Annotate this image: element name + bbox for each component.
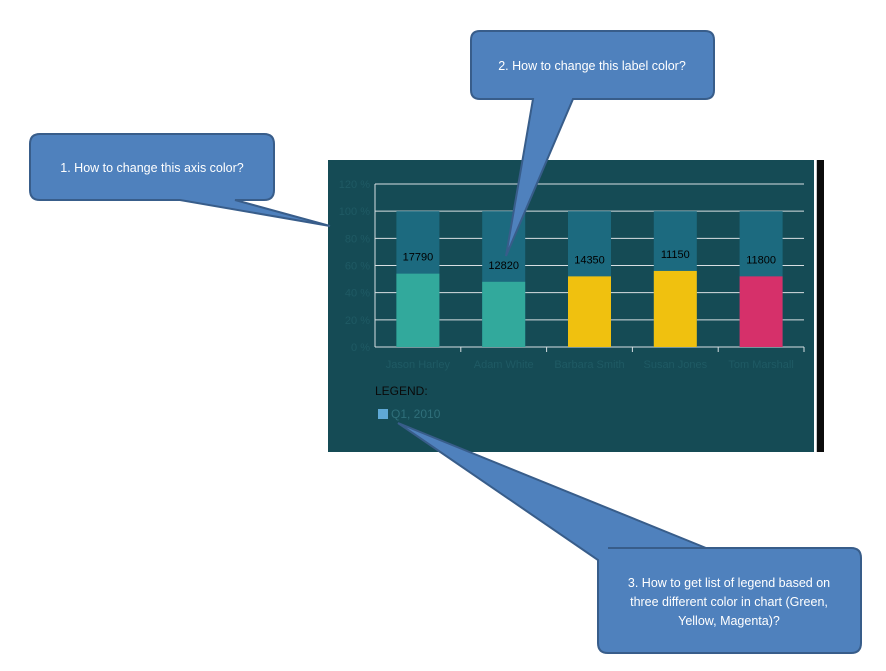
callout-label-color-text: 2. How to change this label color? — [498, 59, 686, 73]
y-tick-label: 40 % — [345, 288, 370, 300]
callout-legend-list: 3. How to get list of legend based on th… — [397, 422, 862, 654]
data-label: 11800 — [746, 254, 776, 266]
x-tick-label: Tom Marshall — [728, 359, 793, 371]
data-label: 12820 — [488, 260, 519, 272]
x-tick-label: Susan Jones — [643, 359, 707, 371]
callout-legend-text-line3: Yellow, Magenta)? — [678, 614, 780, 628]
bar — [396, 273, 440, 347]
legend-entry: Q1, 2010 — [391, 407, 441, 421]
x-tick-label: Adam White — [474, 359, 534, 371]
callout-axis-color: 1. How to change this axis color? — [29, 133, 331, 227]
legend-swatch — [378, 409, 388, 419]
y-tick-label: 120 % — [339, 179, 370, 191]
bar — [739, 276, 783, 347]
callout-legend-text-line1: 3. How to get list of legend based on — [628, 576, 830, 590]
bar — [568, 276, 611, 347]
data-label: 17790 — [403, 252, 434, 264]
chart: 0 % 20 % 40 % 60 % 80 % 100 % 120 % 17790Jason … — [339, 179, 805, 371]
data-label: 11150 — [661, 249, 690, 261]
y-tick-label: 100 % — [339, 206, 370, 218]
legend-heading: LEGEND: — [375, 384, 428, 398]
y-tick-label: 0 % — [351, 342, 370, 354]
y-tick-label: 80 % — [345, 233, 370, 245]
callout-label-color: 2. How to change this label color? — [470, 30, 715, 257]
data-label: 14350 — [574, 254, 605, 266]
callout-legend-text-line2: three different color in chart (Green, — [630, 595, 828, 609]
bar — [653, 270, 697, 347]
y-tick-label: 60 % — [345, 261, 370, 273]
bar — [482, 281, 526, 347]
x-tick-label: Jason Harley — [386, 359, 451, 371]
y-tick-label: 20 % — [345, 315, 370, 327]
panel-scroll-edge[interactable] — [816, 160, 824, 452]
callout-axis-color-text: 1. How to change this axis color? — [60, 161, 243, 175]
x-tick-label: Barbara Smith — [554, 359, 624, 371]
